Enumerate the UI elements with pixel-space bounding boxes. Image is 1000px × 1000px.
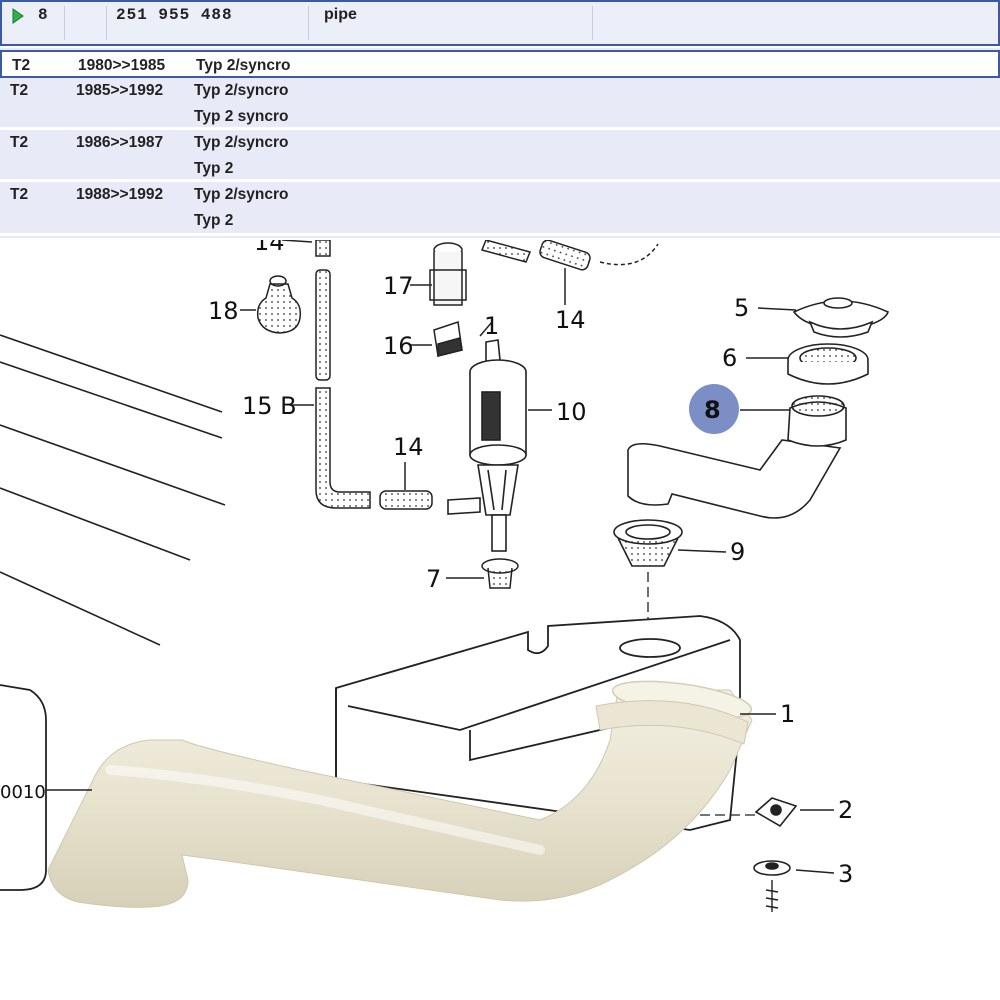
callout-label: 10: [556, 398, 587, 426]
retaining-ring-6: [787, 343, 869, 385]
hose-15b: [315, 240, 371, 509]
column-divider: [308, 6, 309, 40]
washer-3: [753, 860, 791, 876]
model-code: T2: [10, 186, 29, 203]
plug-17: [429, 242, 467, 306]
part-description: pipe: [324, 6, 357, 23]
column-divider: [592, 6, 593, 40]
vehicle-type: Typ 2/syncro: [196, 57, 291, 74]
applicability-row[interactable]: T2 1985>>1992 Typ 2/syncro Typ 2 syncro: [0, 78, 1000, 130]
model-code: T2: [10, 82, 29, 99]
year-range: 1988>>1992: [76, 186, 164, 203]
model-code: T2: [10, 134, 29, 151]
vehicle-type: Typ 2/syncro: [194, 186, 289, 203]
screw: [765, 880, 779, 912]
body-outline-lines: [0, 334, 226, 646]
callout-labels: 14 18 17 16 15 B 14 7 10 1 5 6 8 9 1 2 3…: [0, 240, 853, 888]
column-divider: [64, 6, 65, 40]
vehicle-type: Typ 2 syncro: [194, 108, 289, 125]
callout-label: 9: [730, 538, 745, 566]
filler-cap-5: [792, 297, 889, 338]
vehicle-type: Typ 2/syncro: [194, 134, 289, 151]
vehicle-type: Typ 2: [194, 212, 234, 229]
exploded-parts-diagram: 14 18 17 16 15 B 14 7 10 1 5 6 8 9 1 2 3…: [0, 240, 889, 912]
callout-label: 7: [426, 565, 441, 593]
vehicle-type: Typ 2/syncro: [194, 82, 289, 99]
pipe-photo: [47, 680, 753, 908]
year-range: 1985>>1992: [76, 82, 164, 99]
vehicle-type: Typ 2: [194, 160, 234, 177]
part-row[interactable]: 8 251 955 488 pipe: [0, 0, 1000, 46]
model-code: T2: [12, 57, 31, 74]
strainer-9: [613, 519, 683, 567]
washer-pump-10: [447, 339, 527, 552]
part-position: 8: [38, 6, 48, 24]
callout-label: 16: [383, 332, 414, 360]
applicability-row[interactable]: T2 1986>>1987 Typ 2/syncro Typ 2: [0, 130, 1000, 182]
callout-label: 0010: [0, 782, 46, 803]
callout-label: 14: [393, 433, 424, 461]
year-range: 1980>>1985: [78, 57, 166, 74]
applicability-list: T2 1980>>1985 Typ 2/syncro T2 1985>>1992…: [0, 48, 1000, 238]
callout-label: 2: [838, 796, 853, 824]
callout-label: 1: [484, 312, 499, 340]
callout-label: 5: [734, 294, 749, 322]
callout-label: 3: [838, 860, 853, 888]
hose-14-upper: [480, 240, 591, 271]
reservoir-jug: [0, 684, 47, 891]
callout-label: 14: [254, 240, 285, 256]
callout-leaders: [46, 240, 835, 874]
callout-label: 6: [722, 344, 737, 372]
callout-label: 8: [704, 396, 721, 424]
callout-label: 17: [383, 272, 414, 300]
grommet-7: [481, 558, 519, 589]
callout-label: 14: [555, 306, 586, 334]
column-divider: [106, 6, 107, 40]
hose-connector-14: [379, 490, 433, 510]
highlight-marker[interactable]: [689, 384, 739, 434]
tank-edge-top: [599, 243, 659, 266]
callout-label: 18: [208, 297, 239, 325]
clip-nut-2: [754, 797, 798, 828]
filler-neck-8: [627, 395, 847, 519]
part-number: 251 955 488: [116, 6, 233, 24]
clip-16: [433, 321, 463, 357]
grommet-18: [256, 275, 302, 334]
callout-label: 1: [780, 700, 795, 728]
applicability-row[interactable]: T2 1988>>1992 Typ 2/syncro Typ 2: [0, 182, 1000, 236]
applicability-row[interactable]: T2 1980>>1985 Typ 2/syncro: [0, 50, 1000, 78]
callout-label: 15 B: [242, 392, 297, 420]
play-arrow-icon: [12, 8, 24, 24]
year-range: 1986>>1987: [76, 134, 164, 151]
